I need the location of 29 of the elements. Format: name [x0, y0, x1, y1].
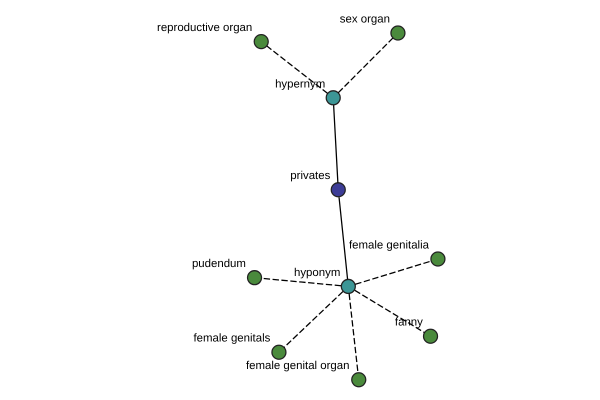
- node-label: hyponym: [294, 266, 340, 279]
- node-circle: [254, 34, 269, 50]
- connector: [284, 291, 344, 348]
- connector: [348, 294, 359, 373]
- connector: [355, 260, 432, 285]
- connector: [262, 278, 342, 286]
- node-label: female genital organ: [246, 360, 350, 372]
- node-circle: [271, 344, 287, 360]
- connector: [338, 197, 348, 280]
- node-label: fanny: [394, 316, 423, 329]
- node-label: female genitalia: [348, 239, 429, 252]
- node-label: sex organ: [340, 13, 390, 26]
- node-circle: [422, 328, 438, 344]
- connector: [338, 38, 394, 94]
- connector: [333, 105, 338, 183]
- node-circle: [390, 25, 406, 41]
- node-label: pudendum: [192, 258, 246, 270]
- node-label: female genitals: [193, 332, 270, 345]
- node-circle: [330, 182, 346, 198]
- connector: [266, 46, 328, 94]
- node-circle: [430, 251, 446, 267]
- node-circle: [351, 372, 366, 388]
- node-circle: [340, 278, 356, 294]
- node-label: hypernym: [275, 78, 326, 90]
- node-circle: [326, 90, 341, 106]
- node-label: privates: [290, 170, 330, 182]
- connector: [354, 290, 425, 334]
- node-label: reproductive organ: [157, 22, 252, 34]
- node-circle: [246, 270, 262, 286]
